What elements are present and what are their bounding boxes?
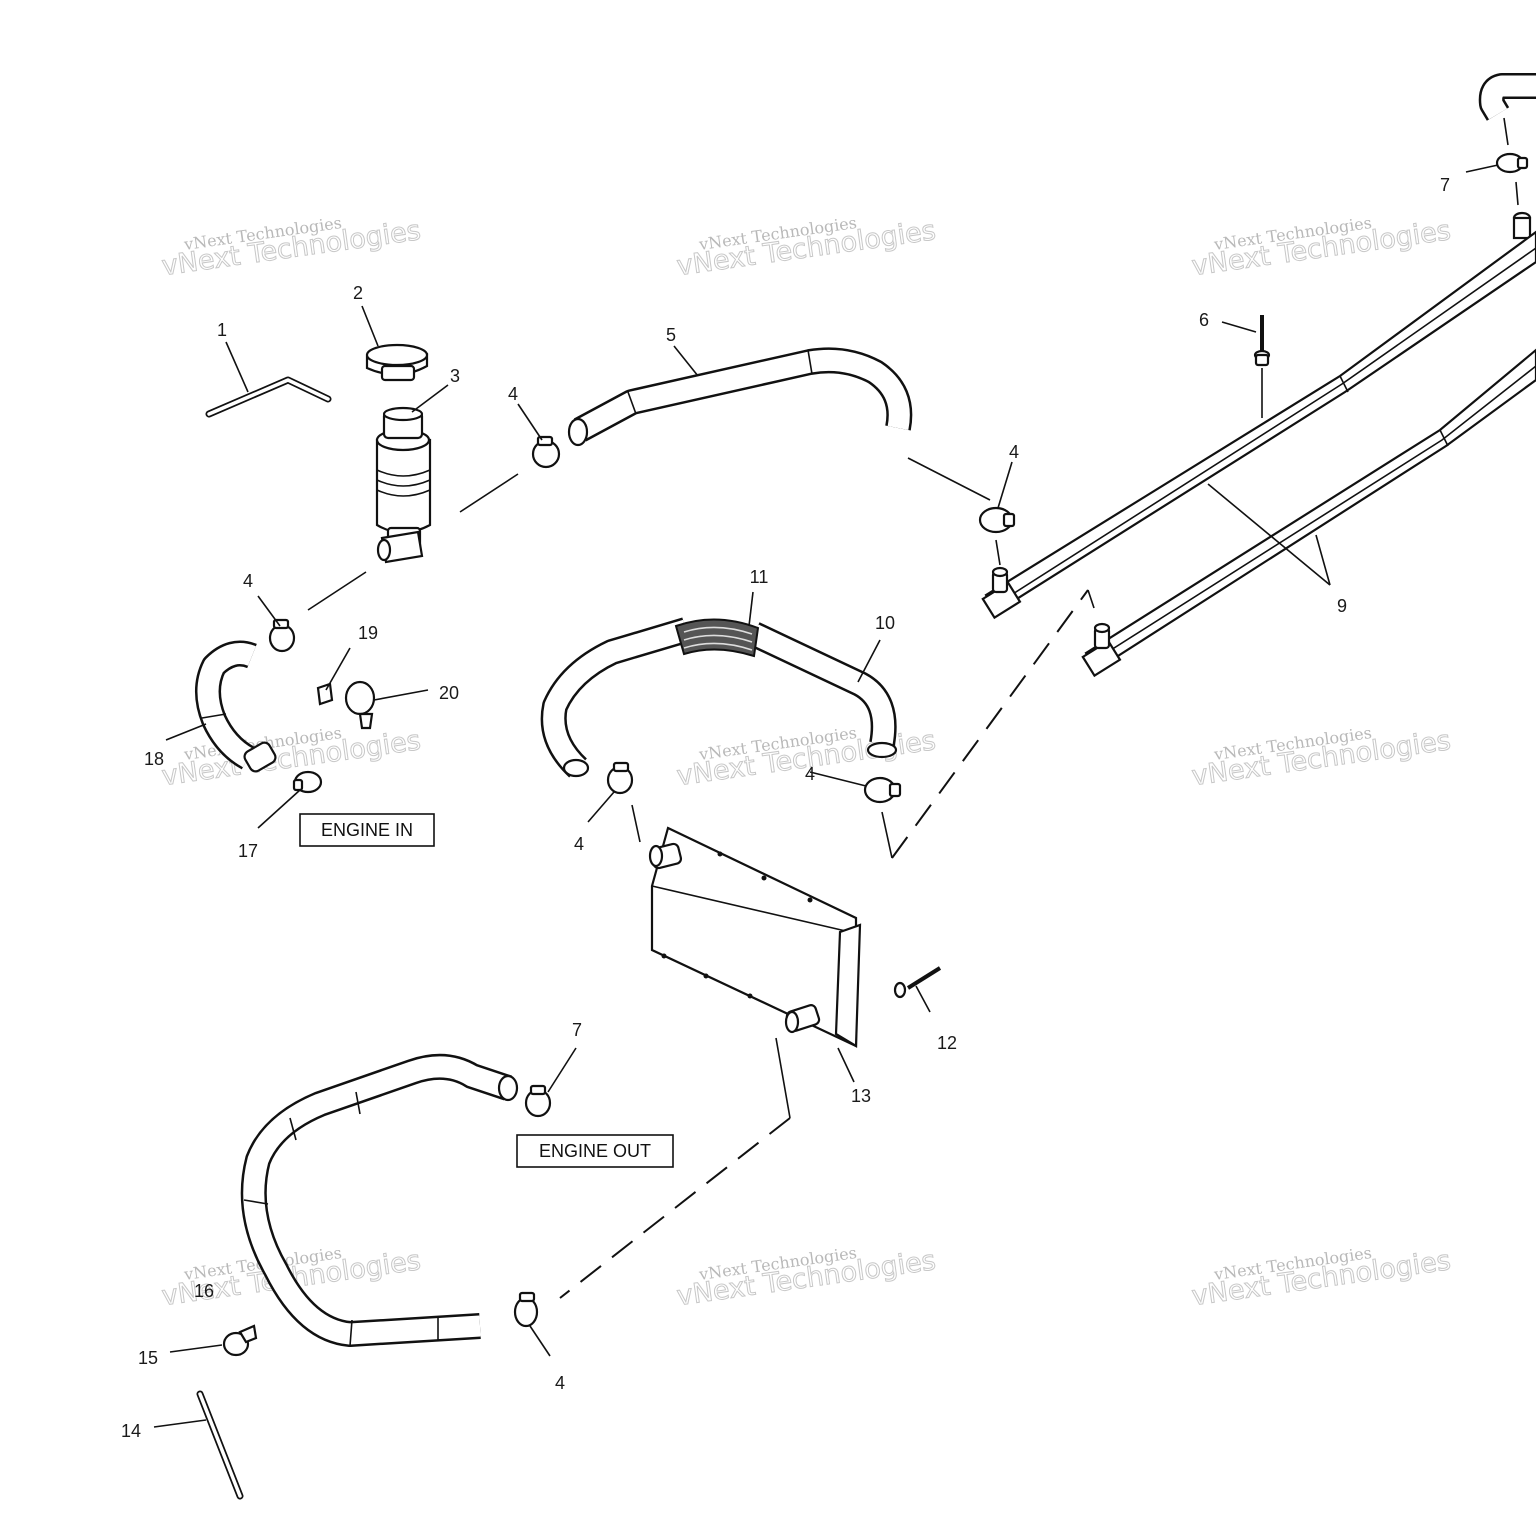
- part-2-pressure-cap: [365, 343, 429, 382]
- callout-1: 1: [217, 320, 227, 340]
- callout-7: 7: [1440, 175, 1450, 195]
- connector-line: [995, 539, 1001, 566]
- hose-clamp-4a: [531, 435, 561, 469]
- hose-clamp-4f: [513, 1291, 539, 1328]
- connector-line: [1503, 117, 1509, 146]
- callout-13: 13: [851, 1086, 871, 1106]
- callout-5: 5: [666, 325, 676, 345]
- hose-clamp-4c: [268, 618, 296, 653]
- part-5-upper-hose: [567, 347, 913, 447]
- part-16-engine-out-hose: [240, 1053, 519, 1347]
- engine-in-label-box: ENGINE IN: [299, 813, 435, 847]
- engine-out-label: ENGINE OUT: [539, 1141, 651, 1161]
- connection-lines: [307, 117, 1519, 1299]
- callout-3: 3: [450, 366, 460, 386]
- part-14-cable-tie: [196, 1390, 244, 1500]
- part-19-washer: [316, 682, 334, 706]
- part-12-fastener: [893, 966, 942, 999]
- callout-16: 16: [194, 1281, 214, 1301]
- connector-line: [775, 1037, 791, 1119]
- part-17-clamp: [292, 770, 323, 794]
- hose-clamp-4e: [863, 776, 902, 804]
- callout-numbers: 1 2 3 4 4 4 4 4 4 5 6 7 7 9 10 11 12 13 …: [121, 175, 1450, 1441]
- callout-15: 15: [138, 1348, 158, 1368]
- callout-7: 7: [572, 1020, 582, 1040]
- part-20-p-clamp: [344, 680, 376, 730]
- engine-in-label: ENGINE IN: [321, 820, 413, 840]
- callout-19: 19: [358, 623, 378, 643]
- callout-10: 10: [875, 613, 895, 633]
- callout-6: 6: [1199, 310, 1209, 330]
- watermark: vNext Technologies vNext Technologies: [159, 723, 423, 793]
- part-6-rivet: [1253, 315, 1271, 367]
- callout-14: 14: [121, 1421, 141, 1441]
- upper-right-hose: [1478, 73, 1536, 240]
- watermark: vNext Technologies vNext Technologies: [1189, 1243, 1453, 1313]
- engine-out-label-box: ENGINE OUT: [516, 1134, 674, 1168]
- watermark: vNext Technologies vNext Technologies: [159, 213, 423, 283]
- watermark: vNext Technologies vNext Technologies: [1189, 723, 1453, 793]
- connector-line: [1515, 181, 1519, 206]
- callout-4: 4: [508, 384, 518, 404]
- part-11-bellows-coupling: [674, 618, 760, 658]
- part-15-p-clamp: [222, 1324, 258, 1357]
- callout-4: 4: [805, 764, 815, 784]
- clamp-7b: [524, 1084, 552, 1118]
- callout-9: 9: [1337, 596, 1347, 616]
- callout-4: 4: [243, 571, 253, 591]
- connector-line: [1087, 589, 1095, 609]
- connector-line: [881, 811, 893, 859]
- callout-17: 17: [238, 841, 258, 861]
- connector-line: [907, 457, 991, 501]
- dashed-route-line: [559, 1117, 791, 1299]
- callout-18: 18: [144, 749, 164, 769]
- callout-4: 4: [574, 834, 584, 854]
- watermark: vNext Technologies vNext Technologies: [674, 213, 938, 283]
- callout-20: 20: [439, 683, 459, 703]
- part-9-heat-exchanger-rail-upper: [981, 230, 1536, 620]
- dashed-route-line: [891, 589, 1089, 859]
- callout-4: 4: [555, 1373, 565, 1393]
- watermark: vNext Technologies vNext Technologies: [674, 1243, 938, 1313]
- part-13-heat-exchanger-plate: [648, 826, 862, 1048]
- connector-line: [631, 804, 641, 843]
- callout-12: 12: [937, 1033, 957, 1053]
- part-10-hose: [540, 617, 898, 778]
- clamp-7a: [1495, 152, 1529, 174]
- part-1-rod: [205, 376, 332, 418]
- callout-4: 4: [1009, 442, 1019, 462]
- part-18-engine-in-hose: [195, 640, 277, 773]
- part-3-reservoir-tank: [375, 406, 432, 564]
- part-9-heat-exchanger-rail-lower: [1081, 348, 1536, 678]
- callout-11: 11: [750, 567, 769, 587]
- hose-clamp-4d: [606, 761, 634, 795]
- connector-line: [307, 571, 367, 611]
- watermark: vNext Technologies vNext Technologies: [1189, 213, 1453, 283]
- callout-2: 2: [353, 283, 363, 303]
- hose-clamp-4b: [978, 506, 1016, 534]
- connector-line: [459, 473, 519, 513]
- leader-lines: [153, 164, 1499, 1428]
